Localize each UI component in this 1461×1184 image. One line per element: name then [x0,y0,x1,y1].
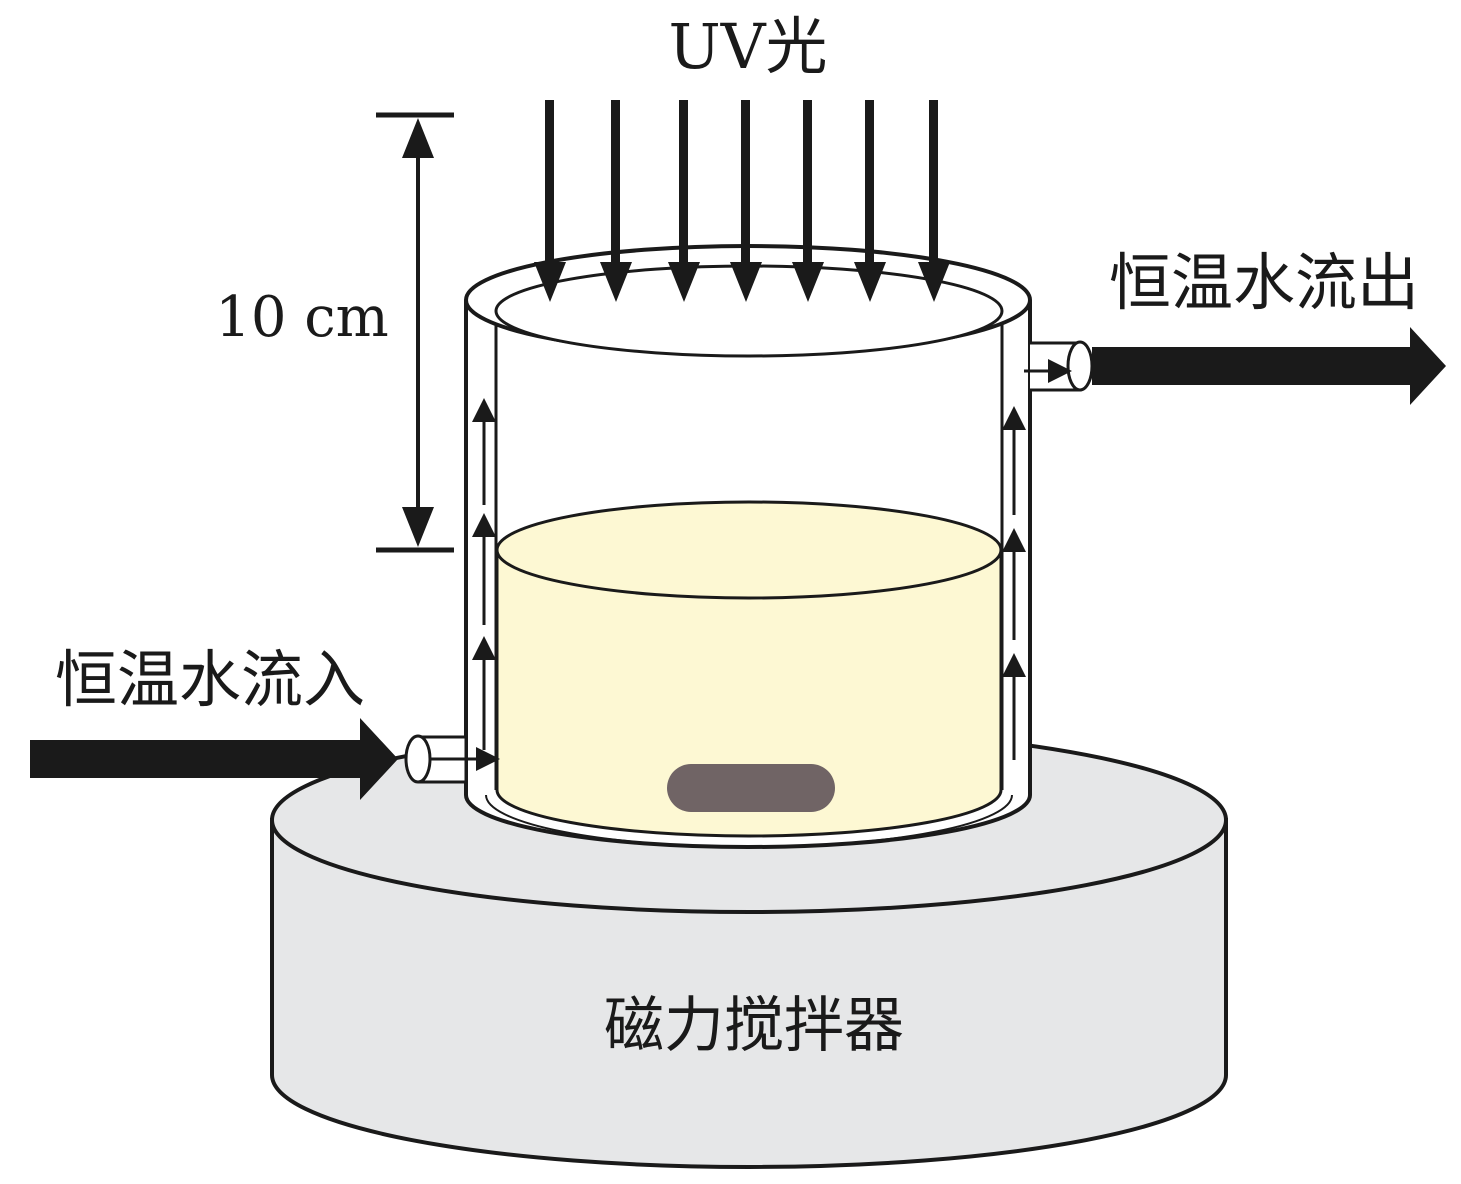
down-arrow-icon [918,100,950,302]
down-arrow-icon [534,100,566,302]
outlet-pipe-opening [1066,340,1094,392]
uv-light-rays [534,100,950,302]
uv-light-label: UV光 [668,10,827,83]
down-arrow-icon [730,100,762,302]
jacket-flow-arrows [472,398,1026,760]
water-outlet-label: 恒温水流出 [1109,246,1419,319]
down-arrow-icon [600,100,632,302]
up-arrow-icon [402,118,434,158]
down-arrow-icon [854,100,886,302]
reaction-solution [485,500,1013,848]
water-inlet-port [30,718,500,800]
water-outlet-port [1024,327,1446,405]
solution-body [497,550,1001,836]
stir-bar [667,764,835,812]
vessel-bottom [495,789,1003,838]
solution-surface [495,500,1003,600]
stirrer-side [270,818,1228,1169]
stirrer-label: 磁力搅拌器 [604,991,904,1061]
down-arrow-icon [402,507,434,547]
height-dimension-label: 10 cm [215,285,389,350]
inlet-pipe-opening [404,734,432,784]
right-arrow-icon [30,718,398,800]
down-arrow-icon [792,100,824,302]
water-inlet-label: 恒温水流入 [55,643,365,716]
height-dimension [376,112,454,553]
right-arrow-icon [1092,327,1446,405]
down-arrow-icon [668,100,700,302]
